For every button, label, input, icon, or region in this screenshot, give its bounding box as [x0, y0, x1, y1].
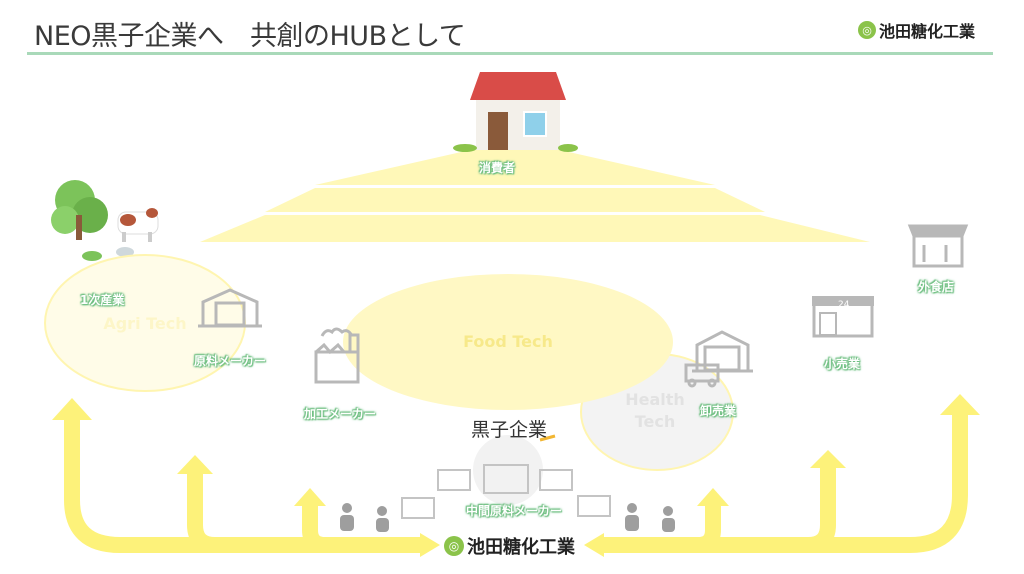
label-retail: 小売業	[824, 357, 861, 371]
fish-icon	[82, 247, 134, 261]
food-tech-area	[343, 274, 673, 410]
house-icon	[453, 72, 578, 152]
center-logo-text: 池田糖化工業	[467, 537, 575, 558]
restaurant-icon	[907, 224, 969, 268]
company-logo: ◎ 池田糖化工業	[858, 18, 975, 42]
logo-mark-icon: ◎	[444, 536, 464, 556]
page-title: NEO黒子企業へ 共創のHUBとして	[34, 21, 466, 52]
flow-arrows	[64, 410, 968, 553]
agri-tech-label: Agri Tech	[103, 314, 187, 333]
logo-mark-icon: ◎	[858, 21, 876, 39]
convenience-store-icon	[812, 296, 874, 338]
health-tech-label: Health Tech	[620, 389, 690, 433]
health-tech-line-1: Health	[625, 390, 685, 409]
factory-icon	[314, 327, 360, 384]
accent-stroke	[539, 434, 556, 442]
intermediate-factory-icons	[401, 464, 611, 519]
label-raw-material-maker: 原料メーカー	[194, 354, 267, 368]
label-consumer: 消費者	[479, 161, 516, 175]
store-sign: 24	[838, 300, 850, 310]
logo-text: 池田糖化工業	[879, 22, 976, 41]
cow-icon	[117, 208, 159, 242]
label-processing-maker: 加工メーカー	[304, 407, 377, 421]
food-tech-label: Food Tech	[463, 332, 553, 351]
wholesale-warehouse-icon	[684, 330, 753, 388]
pyramid-layer-2	[265, 188, 765, 212]
warehouse-icon	[198, 288, 262, 328]
center-highlight	[473, 435, 543, 505]
label-wholesale: 卸売業	[700, 404, 737, 418]
center-company-logo: ◎ 池田糖化工業	[444, 533, 575, 559]
health-tech-line-2: Tech	[634, 412, 676, 431]
label-restaurant: 外食店	[918, 280, 955, 294]
label-primary-industry: 1次産業	[80, 293, 125, 307]
arrow-heads	[52, 394, 980, 557]
kuroko-company-label: 黒子企業	[471, 419, 548, 441]
title-divider	[27, 52, 993, 55]
people-meeting-icon-right	[625, 503, 675, 532]
pyramid-layer-1	[315, 150, 715, 185]
people-meeting-icon-left	[340, 503, 389, 532]
tree-icon	[51, 180, 108, 240]
pyramid-layer-3	[200, 215, 870, 242]
label-intermediate-maker: 中間原料メーカー	[466, 504, 563, 518]
